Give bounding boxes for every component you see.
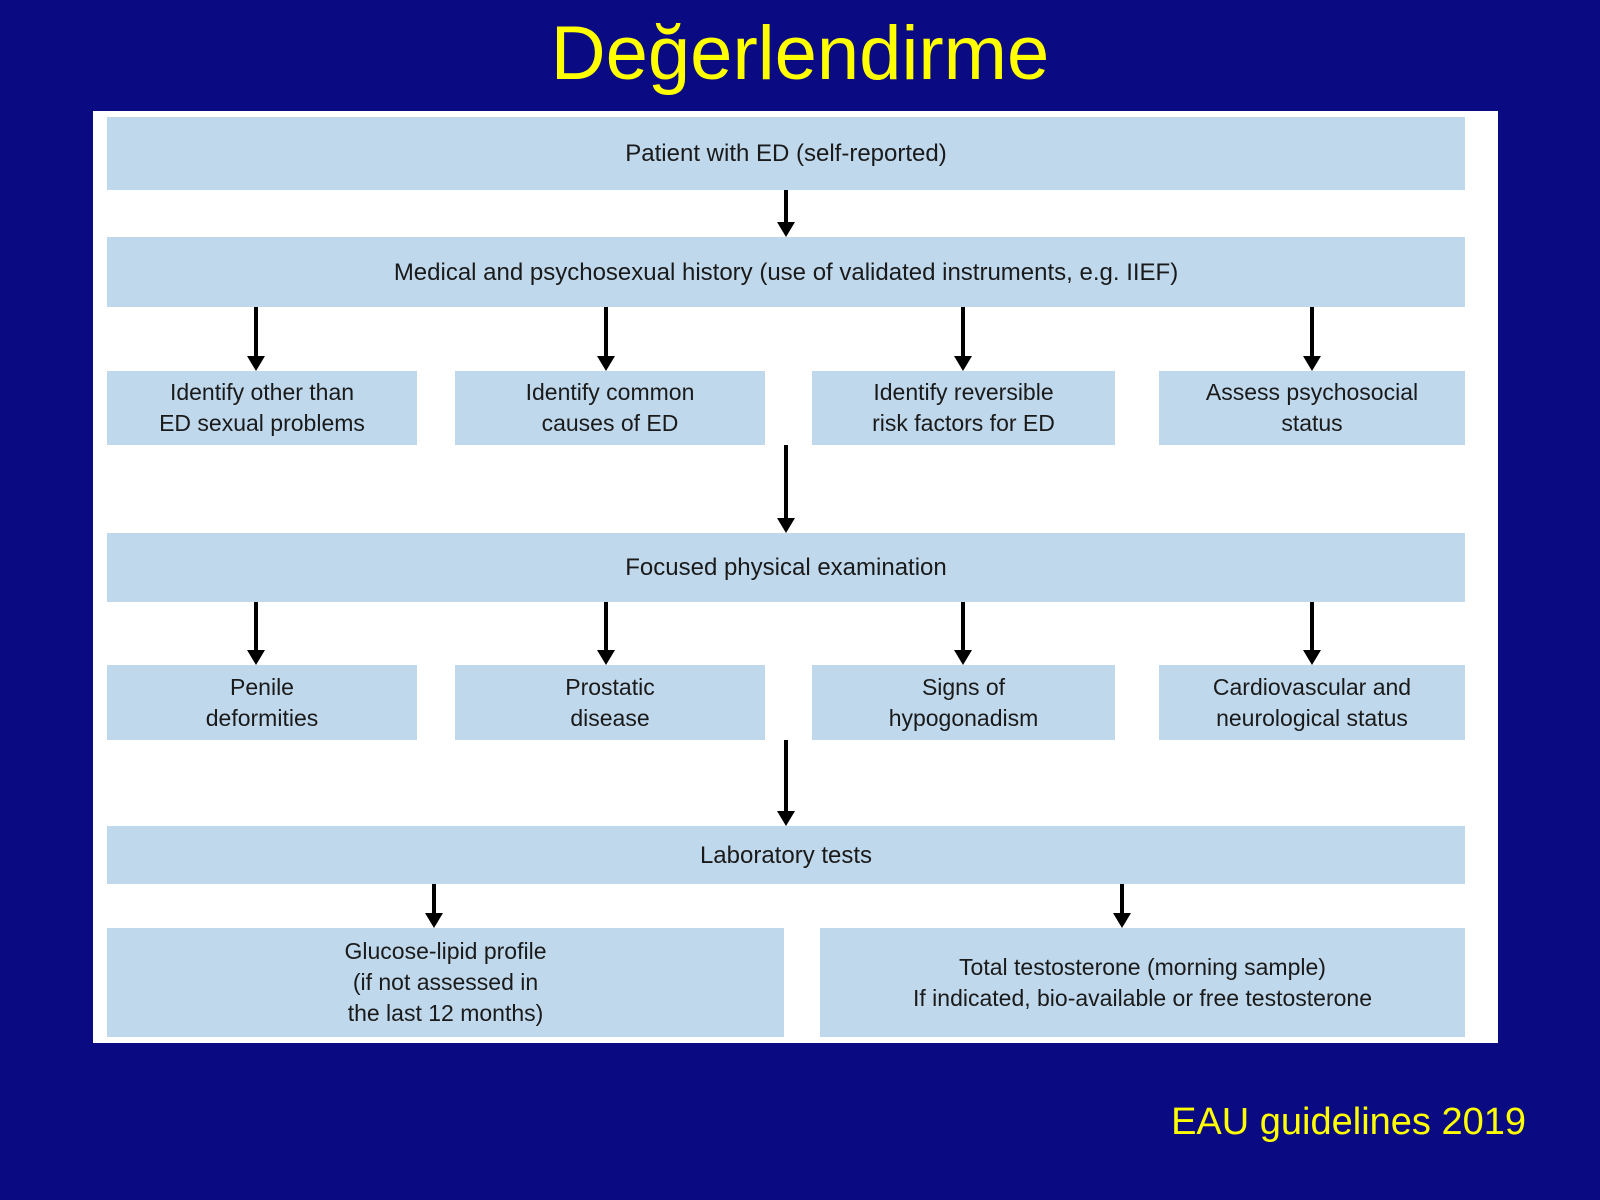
node-prostatic-disease-line2: disease	[570, 704, 650, 731]
node-identify-other-sexual-problems-line1: Identify other than	[169, 379, 355, 405]
node-identify-common-causes: Identify common causes of ED	[455, 371, 765, 445]
node-identify-common-causes-line1: Identify common	[525, 379, 695, 405]
node-penile-deformities-line1: Penile	[230, 673, 294, 700]
node-patient-with-ed: Patient with ED (self-reported)	[107, 117, 1465, 190]
node-glucose-lipid-profile-line3: the last 12 months)	[347, 1000, 544, 1026]
node-prostatic-disease-line1: Prostatic	[565, 673, 655, 700]
node-identify-common-causes-line2: causes of ED	[541, 410, 679, 436]
node-glucose-lipid-profile-line1: Glucose-lipid profile	[344, 938, 547, 964]
node-laboratory-tests-label: Laboratory tests	[699, 841, 873, 869]
node-penile-deformities-line2: deformities	[205, 704, 319, 731]
node-medical-history: Medical and psychosexual history (use of…	[107, 237, 1465, 307]
node-cardiovascular-neurological-status-line2: neurological status	[1216, 704, 1408, 731]
node-total-testosterone: Total testosterone (morning sample) If i…	[820, 928, 1465, 1037]
node-glucose-lipid-profile-line2: (if not assessed in	[352, 969, 539, 995]
page-title: Değerlendirme	[550, 11, 1050, 96]
node-assess-psychosocial-status-line2: status	[1281, 410, 1343, 436]
node-penile-deformities: Penile deformities	[107, 665, 417, 740]
node-identify-other-sexual-problems-line2: ED sexual problems	[159, 410, 365, 436]
node-total-testosterone-line2: If indicated, bio-available or free test…	[913, 984, 1372, 1011]
node-signs-of-hypogonadism: Signs of hypogonadism	[812, 665, 1115, 740]
node-assess-psychosocial-status: Assess psychosocial status	[1159, 371, 1465, 445]
node-total-testosterone-line1: Total testosterone (morning sample)	[959, 953, 1326, 980]
node-focused-physical-examination: Focused physical examination	[107, 533, 1465, 602]
node-patient-with-ed-label: Patient with ED (self-reported)	[625, 140, 947, 167]
node-medical-history-label: Medical and psychosexual history (use of…	[393, 258, 1179, 286]
node-cardiovascular-neurological-status-line1: Cardiovascular and	[1212, 673, 1412, 700]
node-identify-risk-factors: Identify reversible risk factors for ED	[812, 371, 1115, 445]
node-identify-other-sexual-problems: Identify other than ED sexual problems	[107, 371, 417, 445]
node-glucose-lipid-profile: Glucose-lipid profile (if not assessed i…	[107, 928, 784, 1037]
node-focused-physical-examination-label: Focused physical examination	[625, 554, 947, 581]
source-credit: EAU guidelines 2019	[1171, 1101, 1526, 1143]
node-cardiovascular-neurological-status: Cardiovascular and neurological status	[1159, 665, 1465, 740]
node-signs-of-hypogonadism-line1: Signs of	[921, 673, 1006, 700]
node-signs-of-hypogonadism-line2: hypogonadism	[888, 704, 1039, 731]
flowchart-figure: Patient with ED (self-reported) Medical …	[93, 111, 1498, 1043]
node-identify-risk-factors-line2: risk factors for ED	[872, 410, 1055, 436]
node-laboratory-tests: Laboratory tests	[107, 826, 1465, 884]
node-prostatic-disease: Prostatic disease	[455, 665, 765, 740]
node-assess-psychosocial-status-line1: Assess psychosocial	[1205, 379, 1419, 405]
node-identify-risk-factors-line1: Identify reversible	[873, 379, 1054, 405]
